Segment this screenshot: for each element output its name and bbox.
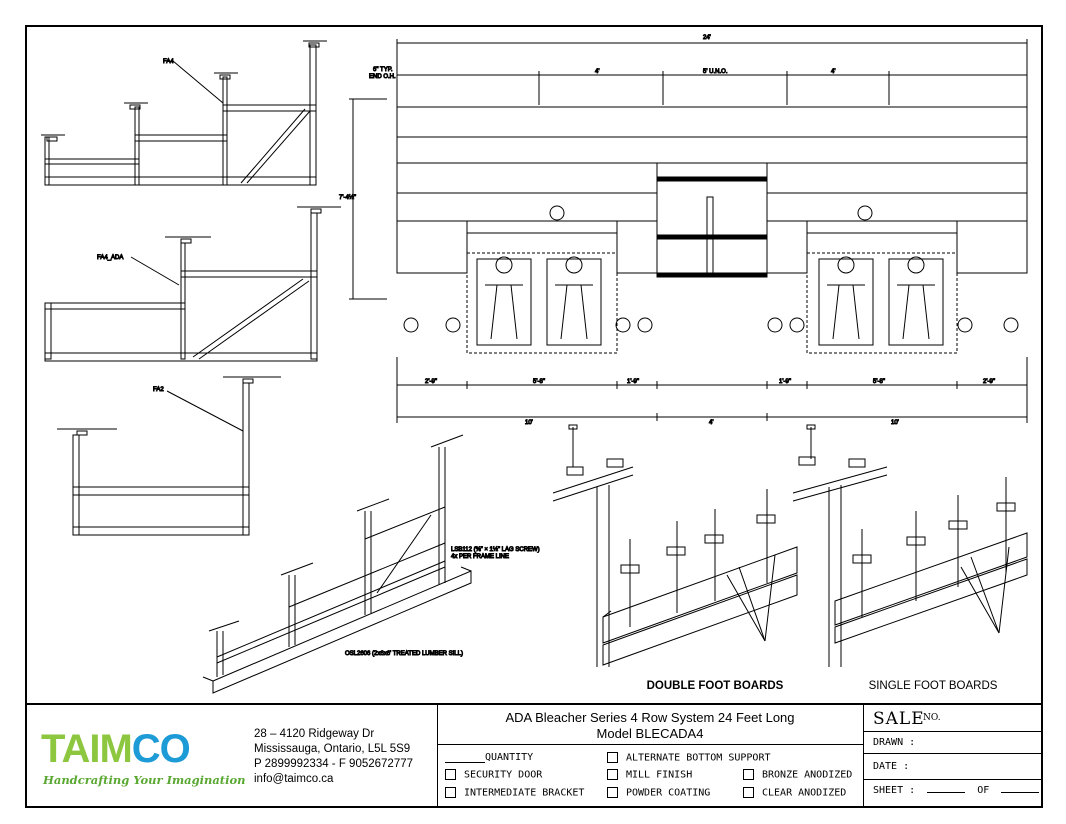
- phone-fax: P 2899992334 - F 9052672777: [254, 758, 414, 770]
- caption-single-foot-boards: SINGLE FOOT BOARDS: [869, 680, 998, 692]
- taimco-logo: TAIMCO: [41, 727, 191, 772]
- fa4-ada-frame: [44, 206, 341, 362]
- callout-fa4-ada: FA4_ADA: [97, 255, 123, 261]
- dim-s2: 4': [709, 420, 713, 426]
- plan-view: [349, 39, 1028, 423]
- quantity-blank: [445, 762, 485, 763]
- dim-overall: 24': [703, 35, 711, 41]
- title-block: TAIMCO Handcrafting Your Imagination 28 …: [27, 703, 1041, 808]
- title-line-2: Model BLECADA4: [596, 726, 704, 741]
- powder-coating-checkbox[interactable]: [607, 787, 618, 798]
- sale-no-label: NO.: [923, 713, 941, 723]
- double-foot-boards-detail: [552, 424, 798, 667]
- dim-s3: 10': [891, 420, 899, 426]
- divider: [863, 779, 1041, 780]
- drawing-title: ADA Bleacher Series 4 Row System 24 Feet…: [437, 705, 863, 745]
- option-security-door[interactable]: SECURITY DOOR: [445, 769, 542, 781]
- bronze-anodized-checkbox[interactable]: [743, 769, 754, 780]
- technical-drawing: FA4 FA4_ADA: [41, 35, 1028, 694]
- dim-end-oh: END O.H.: [369, 74, 396, 80]
- option-alternate-bottom-support[interactable]: ALTERNATE BOTTOM SUPPORT: [607, 752, 771, 764]
- option-bronze-anodized[interactable]: BRONZE ANODIZED: [743, 769, 852, 781]
- mill-finish-checkbox[interactable]: [607, 769, 618, 780]
- single-foot-boards-detail: [792, 424, 1028, 667]
- callout-fa2: FA2: [153, 387, 164, 393]
- title-line-1: ADA Bleacher Series 4 Row System 24 Feet…: [505, 710, 795, 725]
- dim-four-b: 4': [831, 69, 835, 75]
- note-lag-per-frame: 4x PER FRAME LINE: [451, 554, 509, 560]
- sale-label: SALE: [873, 709, 925, 729]
- caption-double-foot-boards: DOUBLE FOOT BOARDS: [647, 680, 784, 692]
- note-lumber-sill: OSL2606 (2x6x6' TREATED LUMBER SILL): [345, 651, 463, 657]
- logo-tagline: Handcrafting Your Imagination: [43, 773, 246, 787]
- quantity-label: QUANTITY: [485, 752, 534, 763]
- dim-d3: 1'-9": [627, 379, 639, 385]
- option-intermediate-bracket[interactable]: INTERMEDIATE BRACKET: [445, 787, 584, 799]
- dim-d4: 1'-9": [779, 379, 791, 385]
- dim-height: 7'-4½": [339, 194, 356, 201]
- callout-fa4: FA4: [163, 59, 174, 65]
- sheet-total-blank: [1001, 792, 1040, 793]
- sale-panel: SALE NO. DRAWN : DATE : SHEET : OF: [863, 705, 1041, 808]
- fa2-frame: [57, 376, 281, 536]
- security-door-checkbox[interactable]: [445, 769, 456, 780]
- callout-fa4-ada-leader: [130, 256, 180, 286]
- address-line-1: 28 – 4120 Ridgeway Dr: [254, 728, 375, 740]
- callout-fa2-leader: [166, 390, 244, 432]
- fa4-frame: [41, 40, 327, 186]
- callout-fa4-leader: [172, 60, 224, 104]
- dim-four-a: 4': [595, 69, 599, 75]
- logo-word-right: CO: [131, 727, 191, 771]
- intermediate-bracket-checkbox[interactable]: [445, 787, 456, 798]
- title-and-options-panel: ADA Bleacher Series 4 Row System 24 Feet…: [437, 705, 864, 808]
- sheet-label: SHEET :: [873, 785, 916, 796]
- dim-five-uno: 5' U.N.O.: [703, 69, 728, 75]
- quantity-field: QUANTITY: [445, 752, 533, 763]
- isometric-assembly: [202, 434, 472, 694]
- drawing-sheet: FA4 FA4_ADA: [25, 25, 1043, 808]
- option-clear-anodized[interactable]: CLEAR ANODIZED: [743, 787, 846, 799]
- alternate-bottom-support-checkbox[interactable]: [607, 752, 618, 763]
- dim-d1: 2'-9": [425, 379, 437, 385]
- dim-d2: 5'-8": [533, 379, 545, 385]
- option-powder-coating[interactable]: POWDER COATING: [607, 787, 710, 799]
- company-panel: TAIMCO Handcrafting Your Imagination 28 …: [27, 705, 438, 808]
- sheet-field: SHEET : OF: [873, 785, 1040, 796]
- dim-s1: 10': [525, 420, 533, 426]
- divider: [863, 731, 1041, 732]
- dim-typ: 6" TYP.: [373, 67, 393, 73]
- logo-word-left: TAIM: [41, 727, 133, 771]
- note-lag-screw: LSB112 (⅜" × 1½" LAG SCREW): [451, 546, 540, 553]
- email: info@taimco.ca: [254, 773, 334, 785]
- sheet-number-blank: [927, 792, 966, 793]
- address-line-2: Mississauga, Ontario, L5L 5S9: [254, 743, 411, 755]
- date-label: DATE :: [873, 761, 910, 772]
- of-label: OF: [977, 785, 990, 796]
- clear-anodized-checkbox[interactable]: [743, 787, 754, 798]
- company-address: 28 – 4120 Ridgeway Dr Mississauga, Ontar…: [254, 727, 413, 787]
- divider: [863, 753, 1041, 754]
- option-mill-finish[interactable]: MILL FINISH: [607, 769, 692, 781]
- drawn-label: DRAWN :: [873, 737, 916, 748]
- dim-d5: 5'-8": [873, 379, 885, 385]
- dim-d6: 2'-9": [983, 379, 995, 385]
